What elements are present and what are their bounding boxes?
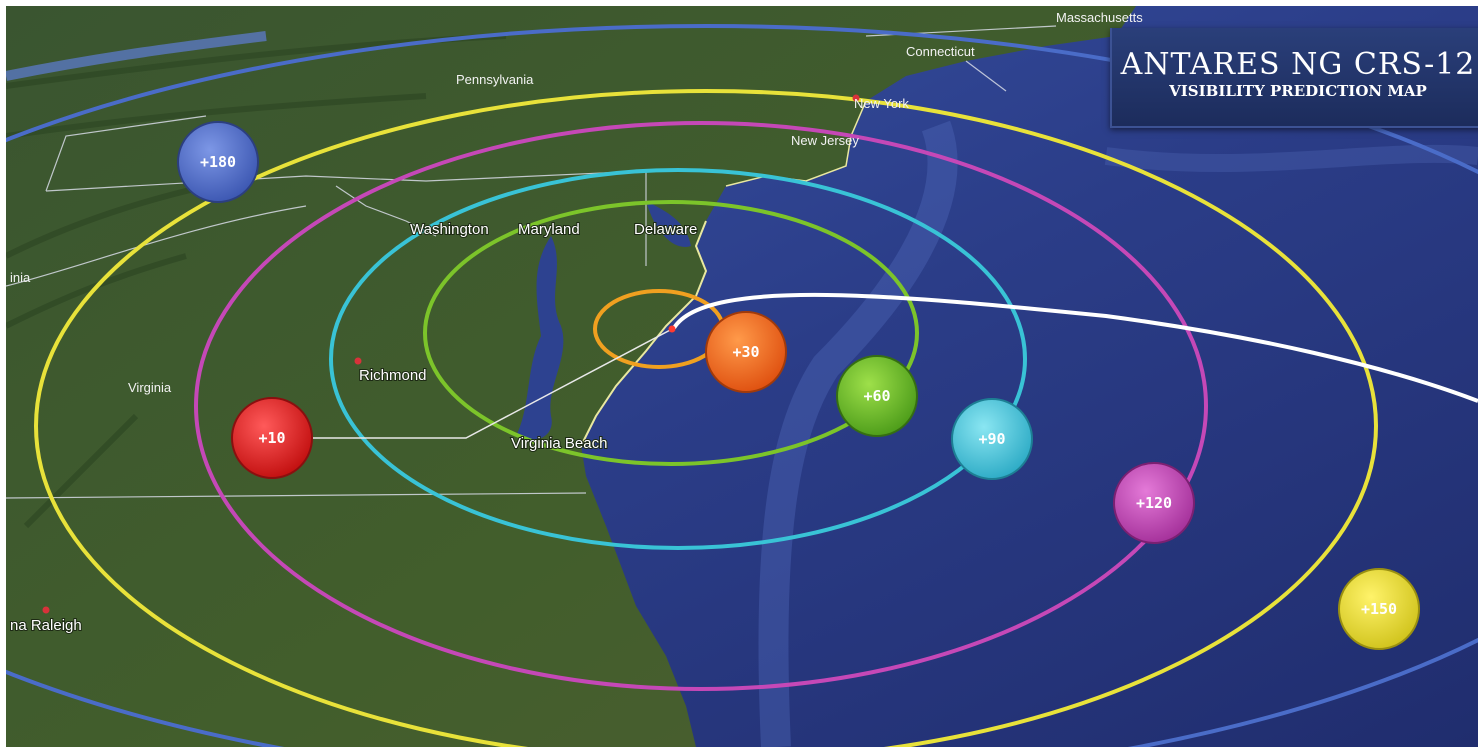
delaware-bay	[646, 201, 691, 247]
marker-180: +180	[177, 121, 259, 203]
marker-60-label: +60	[863, 387, 890, 405]
marker-150-label: +150	[1361, 600, 1397, 618]
marker-180-label: +180	[200, 153, 236, 171]
label-virginia: Virginia	[128, 380, 172, 395]
chesapeake-bay	[516, 236, 564, 440]
leader-line-10	[311, 327, 675, 439]
range-rings	[6, 24, 1478, 747]
ring-180	[6, 24, 1478, 747]
map-subtitle: VISIBILITY PREDICTION MAP	[1169, 82, 1427, 100]
label-new-jersey: New Jersey	[791, 133, 859, 148]
label-washington: Washington	[410, 221, 489, 238]
label-virginia-beach: Virginia Beach	[511, 435, 607, 452]
marker-90: +90	[951, 398, 1033, 480]
ring-60	[423, 200, 919, 466]
ring-120	[194, 121, 1208, 691]
title-banner: ANTARES NG CRS-12 VISIBILITY PREDICTION …	[1110, 28, 1478, 128]
marker-120-label: +120	[1136, 494, 1172, 512]
label-richmond: Richmond	[359, 367, 427, 384]
marker-90-label: +90	[978, 430, 1005, 448]
land-mass	[6, 6, 1136, 747]
ring-90	[329, 168, 1027, 550]
marker-30: +30	[705, 311, 787, 393]
label-new-york: New York	[854, 96, 909, 111]
trajectory-line	[672, 292, 1478, 403]
marker-120: +120	[1113, 462, 1195, 544]
label-virginia-edge: inia	[10, 270, 31, 285]
map-title: ANTARES NG CRS-12	[1120, 47, 1476, 82]
ring-150	[34, 89, 1378, 747]
launch-site	[668, 325, 676, 333]
label-pennsylvania: Pennsylvania	[456, 72, 534, 87]
label-raleigh: na Raleigh	[10, 617, 82, 634]
marker-30-label: +30	[732, 343, 759, 361]
marker-150: +150	[1338, 568, 1420, 650]
label-delaware: Delaware	[634, 221, 697, 238]
marker-10: +10	[231, 397, 313, 479]
visibility-map: Massachusetts Connecticut Pennsylvania N…	[6, 6, 1478, 747]
label-connecticut: Connecticut	[906, 44, 975, 59]
marker-60: +60	[836, 355, 918, 437]
raleigh-dot	[42, 606, 50, 614]
new-york-dot	[852, 94, 860, 102]
marker-10-label: +10	[258, 429, 285, 447]
label-maryland: Maryland	[518, 221, 580, 238]
continental-shelf	[758, 120, 958, 747]
label-massachusetts: Massachusetts	[1056, 10, 1143, 25]
richmond-dot	[354, 357, 362, 365]
